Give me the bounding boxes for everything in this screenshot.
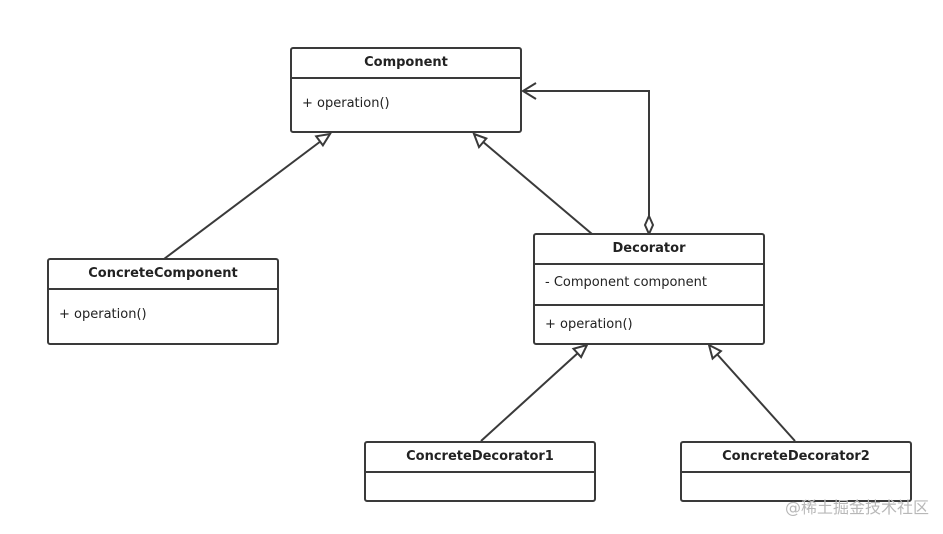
aggregation-diamond	[643, 213, 655, 237]
class-name: Component	[292, 49, 520, 79]
class-name: Decorator	[535, 235, 763, 265]
aggregation-arrowhead	[521, 82, 537, 100]
inheritance-arrowhead-concretecomponent	[314, 132, 333, 148]
class-name: ConcreteDecorator1	[366, 443, 594, 473]
inheritance-line-decorator	[481, 140, 593, 235]
attributes-section: - Component component	[535, 265, 763, 306]
inheritance-arrowhead-concretedecorator1	[571, 343, 589, 359]
aggregation-line	[524, 90, 650, 216]
class-name: ConcreteDecorator2	[682, 443, 910, 473]
class-component[interactable]: Component + operation()	[290, 47, 522, 133]
operations-section: + operation()	[535, 306, 763, 334]
inheritance-line-concretecomponent	[163, 140, 322, 260]
watermark: @稀土掘金技术社区	[784, 498, 929, 517]
attribute-item: - Component component	[545, 275, 707, 290]
class-concrete-decorator-1[interactable]: ConcreteDecorator1	[364, 441, 596, 502]
class-concrete-decorator-2[interactable]: ConcreteDecorator2	[680, 441, 912, 502]
operation-item: + operation()	[545, 317, 633, 332]
inheritance-line-concretedecorator1	[480, 351, 580, 442]
operations-section: + operation()	[292, 79, 520, 113]
inheritance-line-concretedecorator2	[715, 352, 796, 442]
class-name: ConcreteComponent	[49, 260, 277, 290]
inheritance-arrowhead-decorator	[472, 132, 488, 150]
class-decorator[interactable]: Decorator - Component component + operat…	[533, 233, 765, 345]
operation-item: + operation()	[302, 96, 390, 111]
operation-item: + operation()	[59, 307, 147, 322]
operations-section: + operation()	[49, 290, 277, 324]
class-concrete-component[interactable]: ConcreteComponent + operation()	[47, 258, 279, 345]
inheritance-arrowhead-concretedecorator2	[707, 343, 723, 361]
